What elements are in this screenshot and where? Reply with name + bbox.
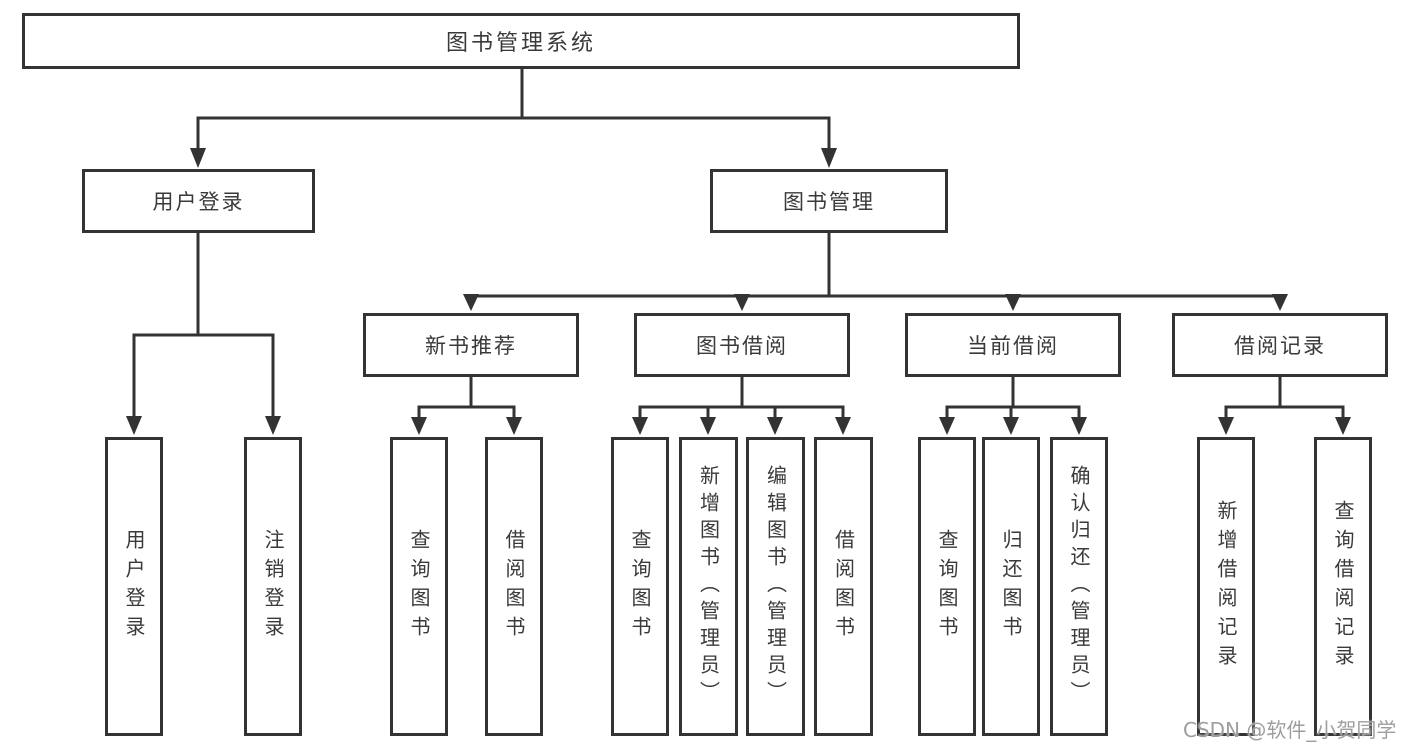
leaf-add-borrow-record-label: 新增借阅记录 — [1214, 499, 1238, 674]
node-library-management-system: 图书管理系统 — [22, 13, 1020, 69]
node-current-borrowing: 当前借阅 — [905, 313, 1121, 377]
leaf-logout: 注销登录 — [244, 437, 302, 736]
leaf-query-books-borrow-label: 查询图书 — [628, 528, 652, 645]
leaf-query-books-recommend-label: 查询图书 — [407, 528, 431, 645]
node-new-book-recommendation: 新书推荐 — [363, 313, 579, 377]
node-book-borrowing: 图书借阅 — [634, 313, 850, 377]
node-user-login: 用户登录 — [82, 169, 315, 233]
leaf-edit-book-admin-label: 编辑图书（管理员） — [763, 465, 788, 708]
leaf-borrow-books: 借阅图书 — [814, 437, 873, 736]
leaf-add-book-admin-label: 新增图书（管理员） — [696, 465, 721, 708]
leaf-logout-label: 注销登录 — [261, 528, 285, 645]
leaf-user-login: 用户登录 — [105, 437, 163, 736]
leaf-confirm-return-admin-label: 确认归还（管理员） — [1067, 465, 1091, 708]
leaf-query-borrow-record: 查询借阅记录 — [1314, 437, 1372, 736]
leaf-borrow-books-recommend: 借阅图书 — [485, 437, 543, 736]
leaf-confirm-return-admin: 确认归还（管理员） — [1050, 437, 1108, 736]
leaf-query-borrow-record-label: 查询借阅记录 — [1331, 499, 1355, 674]
leaf-query-books-current-label: 查询图书 — [935, 528, 959, 645]
leaf-return-book-label: 归还图书 — [999, 528, 1023, 645]
node-borrowing-records: 借阅记录 — [1172, 313, 1388, 377]
leaf-query-books-current: 查询图书 — [918, 437, 976, 736]
leaf-user-login-label: 用户登录 — [122, 528, 146, 645]
leaf-add-borrow-record: 新增借阅记录 — [1197, 437, 1255, 736]
leaf-borrow-books-label: 借阅图书 — [831, 528, 856, 645]
csdn-watermark: CSDN @软件_小贺同学 — [1183, 718, 1397, 742]
leaf-query-books-borrow: 查询图书 — [611, 437, 669, 736]
node-book-management: 图书管理 — [710, 169, 948, 233]
leaf-edit-book-admin: 编辑图书（管理员） — [746, 437, 805, 736]
leaf-borrow-books-recommend-label: 借阅图书 — [502, 528, 526, 645]
leaf-return-book: 归还图书 — [982, 437, 1040, 736]
leaf-add-book-admin: 新增图书（管理员） — [679, 437, 738, 736]
leaf-query-books-recommend: 查询图书 — [390, 437, 448, 736]
